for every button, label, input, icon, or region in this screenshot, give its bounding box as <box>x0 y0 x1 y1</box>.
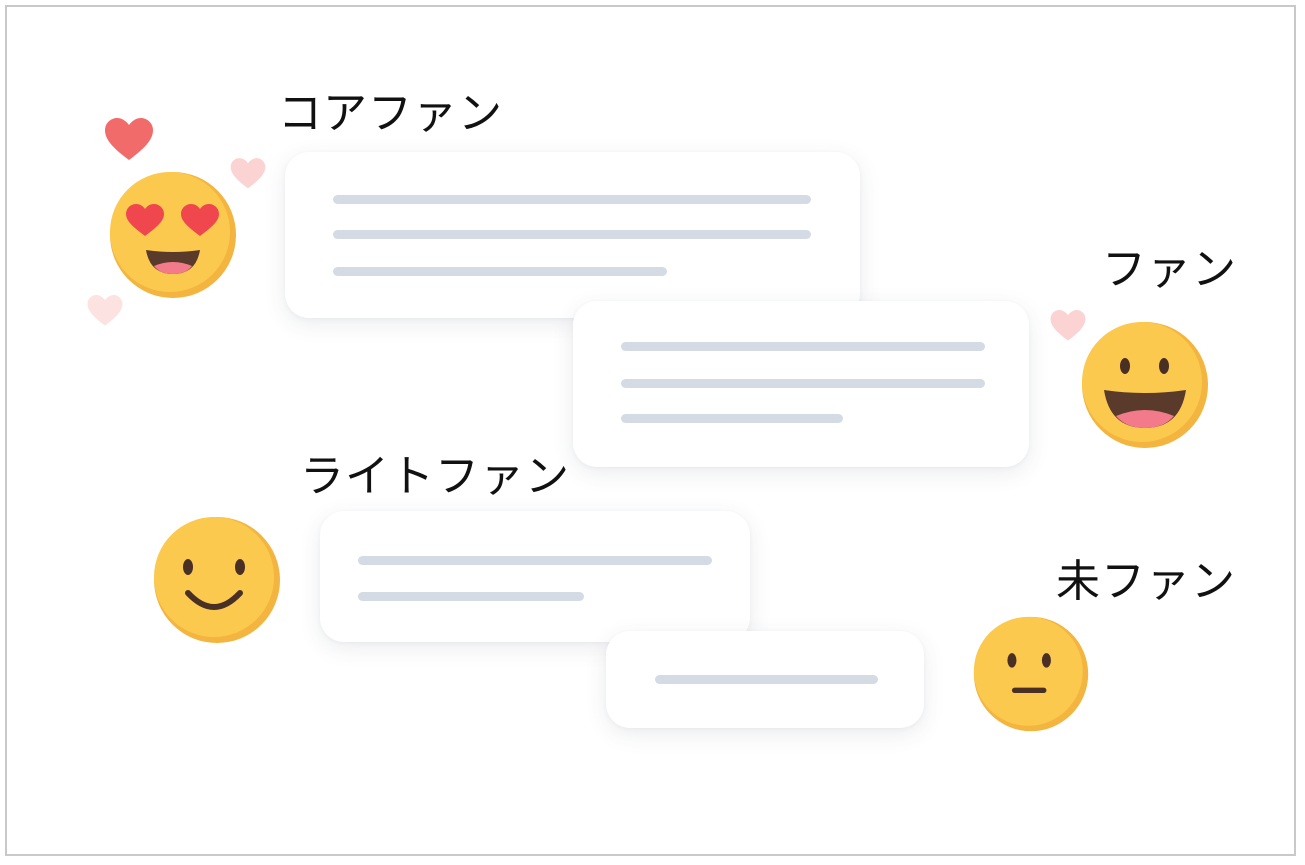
heart-icon <box>1050 310 1086 341</box>
text-line <box>358 556 712 565</box>
text-line <box>621 379 985 388</box>
text-line <box>333 195 811 204</box>
text-line <box>358 592 584 601</box>
text-line <box>621 414 843 423</box>
light-fan-label: ライトファン <box>300 451 570 502</box>
heart-icon <box>105 118 153 160</box>
grinning-face-icon <box>1082 322 1208 448</box>
core-fan-label: コアファン <box>278 88 503 139</box>
heart-icon <box>87 295 123 326</box>
non-fan-label: 未ファン <box>1056 556 1236 607</box>
text-line <box>333 230 811 239</box>
text-line <box>621 342 985 351</box>
text-line <box>333 267 667 276</box>
heart-eyes-face-icon <box>110 172 236 298</box>
heart-icon <box>230 158 266 189</box>
neutral-face-icon <box>973 616 1089 732</box>
light-fan-bubble <box>320 511 750 642</box>
fan-label: ファン <box>1102 244 1237 295</box>
text-line <box>655 675 878 684</box>
smiling-face-icon <box>154 517 280 643</box>
